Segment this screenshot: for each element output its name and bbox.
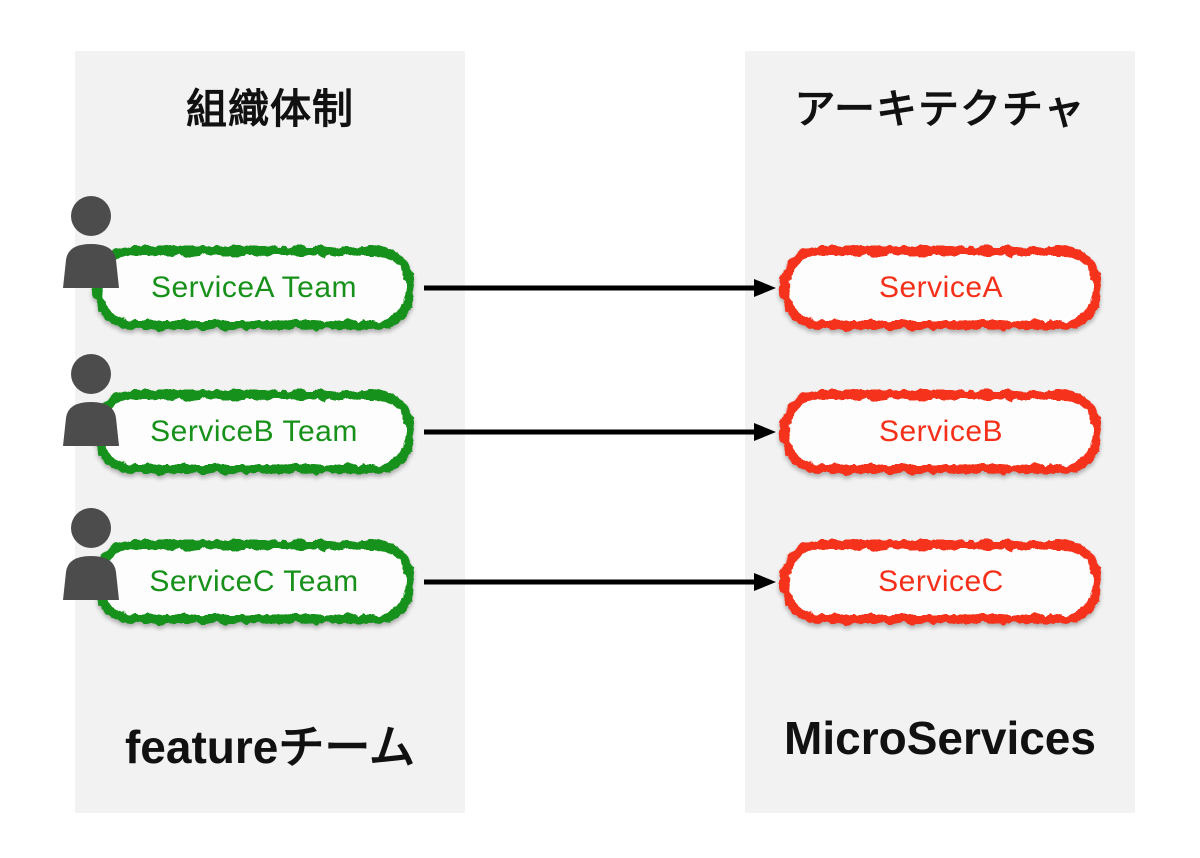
service-node-servicec: ServiceC [775, 536, 1107, 628]
arch-panel-title: アーキテクチャ [794, 86, 1086, 132]
arrow-team-a-to-service-a [424, 279, 776, 297]
arch-panel-caption: MicroServices [784, 712, 1096, 764]
service-node-servicea: ServiceA [775, 242, 1107, 334]
sketch-border-green [93, 246, 415, 330]
arrow-team-c-to-service-c [424, 573, 776, 591]
person-icon [60, 508, 122, 600]
team-label: ServiceC Team [149, 565, 359, 598]
arrow-team-b-to-service-b [424, 423, 776, 441]
team-label: ServiceB Team [150, 415, 358, 448]
service-label: ServiceA [878, 271, 1004, 304]
team-node-serviceb: ServiceB Team [88, 386, 420, 478]
sketch-border-red [780, 540, 1102, 624]
sketch-border-red [780, 390, 1102, 474]
service-node-serviceb: ServiceB [775, 386, 1107, 478]
person-icon [60, 354, 122, 446]
service-label: ServiceC [878, 565, 1004, 598]
team-node-servicea: ServiceA Team [88, 242, 420, 334]
service-label: ServiceB [878, 415, 1004, 448]
person-icon [60, 196, 122, 288]
team-node-servicec: ServiceC Team [88, 536, 420, 628]
sketch-border-red [780, 246, 1102, 330]
team-label: ServiceA Team [150, 271, 358, 304]
org-panel-title: 組織体制 [186, 86, 354, 132]
org-panel-caption: featureチーム [124, 721, 415, 773]
